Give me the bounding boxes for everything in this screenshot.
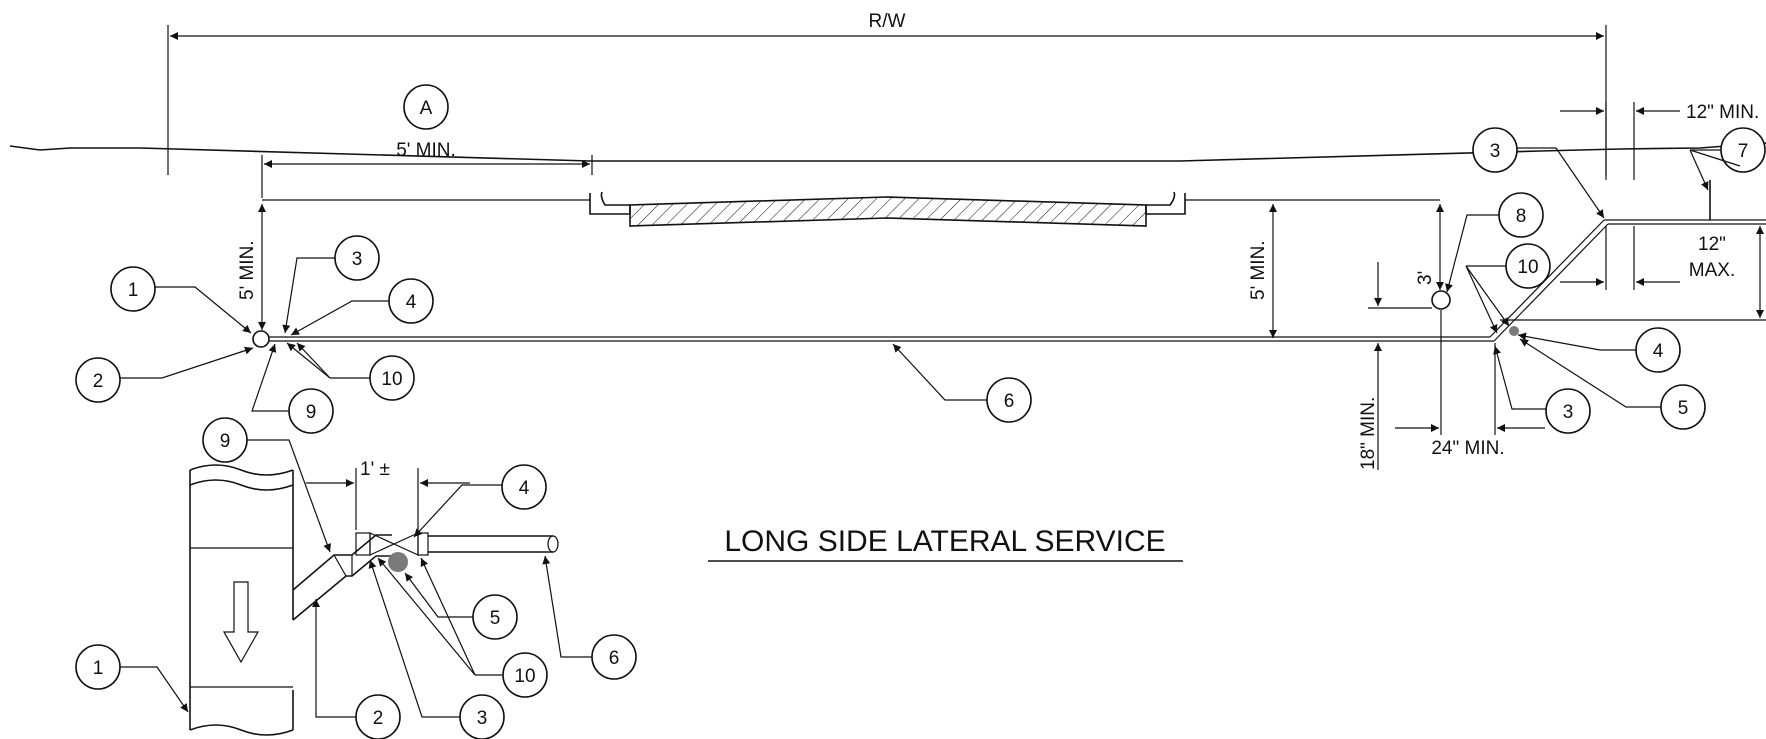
callout-detail-9: 9 [202, 417, 332, 553]
callout-detail-4: 4 [413, 464, 547, 538]
svg-text:5: 5 [1678, 398, 1689, 419]
left-main-circle [252, 330, 270, 348]
svg-text:3: 3 [352, 249, 363, 270]
twelve-min-dim: 12" MIN. [1560, 102, 1759, 180]
svg-text:10: 10 [1517, 257, 1538, 278]
svg-text:6: 6 [609, 648, 620, 669]
twelve-max-label-1: 12" [1698, 234, 1726, 255]
five-min-horizontal-dim: 5' MIN. [261, 140, 593, 198]
one-ft-label: 1' ± [360, 459, 390, 480]
eighteen-min-label: 18" MIN. [1358, 397, 1379, 470]
section-marker: A [403, 84, 449, 130]
five-min-right-dim: 5' MIN. [1248, 204, 1277, 338]
right-circle-8 [1431, 290, 1451, 310]
svg-text:3: 3 [477, 708, 488, 729]
three-ft-label: 3' [1415, 271, 1436, 285]
twentyfour-min-label: 24" MIN. [1431, 438, 1504, 459]
callout-left-4: 4 [290, 278, 434, 336]
twelve-min-label: 12" MIN. [1686, 102, 1759, 123]
three-ft-dim: 3' [1415, 204, 1444, 290]
callout-left-9: 9 [251, 343, 334, 434]
svg-text:2: 2 [93, 371, 104, 392]
right-gray-dot [1509, 326, 1519, 336]
road-section [262, 191, 1440, 227]
svg-text:6: 6 [1004, 391, 1015, 412]
five-min-left-label: 5' MIN. [237, 240, 258, 300]
svg-text:4: 4 [1653, 341, 1664, 362]
five-min-left-dim: 5' MIN. [237, 204, 266, 330]
drawing-title: LONG SIDE LATERAL SERVICE [708, 525, 1183, 562]
callout-right-3-top: 3 [1472, 127, 1605, 219]
callout-left-10: 10 [286, 342, 415, 401]
twelve-max-dim: 12" MAX. [1560, 226, 1735, 290]
svg-text:3: 3 [1490, 141, 1501, 162]
svg-text:8: 8 [1516, 206, 1527, 227]
svg-text:4: 4 [406, 292, 417, 313]
title-text: LONG SIDE LATERAL SERVICE [724, 525, 1165, 558]
callout-left-3: 3 [282, 235, 380, 334]
eighteen-min-dim: 18" MIN. [1358, 262, 1432, 470]
right-edge-dim [1500, 226, 1766, 321]
callout-right-5: 5 [1519, 338, 1706, 430]
callout-left-1: 1 [110, 266, 252, 334]
rw-dimension: R/W [167, 11, 1607, 175]
callout-detail-6: 6 [542, 555, 637, 680]
callout-detail-10: 10 [377, 557, 548, 698]
callout-right-7: 7 [1689, 127, 1766, 191]
callout-right-8: 8 [1445, 192, 1544, 293]
svg-text:4: 4 [519, 478, 530, 499]
callout-detail-2: 2 [312, 599, 401, 739]
svg-text:7: 7 [1738, 141, 1749, 162]
callout-right-3-bottom: 3 [1493, 345, 1591, 434]
callout-right-4: 4 [1517, 327, 1681, 373]
callout-detail-3: 3 [368, 559, 505, 739]
rw-label: R/W [869, 11, 906, 32]
callout-center-6: 6 [892, 343, 1032, 423]
callout-right-10: 10 [1465, 243, 1551, 334]
svg-text:3: 3 [1563, 402, 1574, 423]
five-min-horizontal-label: 5' MIN. [396, 140, 456, 161]
svg-text:9: 9 [220, 431, 231, 452]
svg-text:10: 10 [381, 369, 402, 390]
svg-text:1: 1 [128, 280, 139, 301]
svg-text:2: 2 [373, 708, 384, 729]
five-min-right-label: 5' MIN. [1248, 240, 1269, 300]
detail-view: 1' ± [189, 459, 559, 736]
svg-text:9: 9 [306, 402, 317, 423]
callout-detail-5: 5 [404, 572, 518, 640]
ground-line [9, 142, 1766, 162]
svg-text:5: 5 [490, 608, 501, 629]
section-marker-label: A [420, 98, 433, 119]
svg-text:10: 10 [514, 666, 535, 687]
callout-detail-1: 1 [75, 644, 189, 713]
twentyfour-min-dim: 24" MIN. [1395, 310, 1545, 459]
callout-left-2: 2 [75, 346, 254, 403]
svg-text:1: 1 [93, 658, 104, 679]
twelve-max-label-2: MAX. [1689, 260, 1735, 281]
